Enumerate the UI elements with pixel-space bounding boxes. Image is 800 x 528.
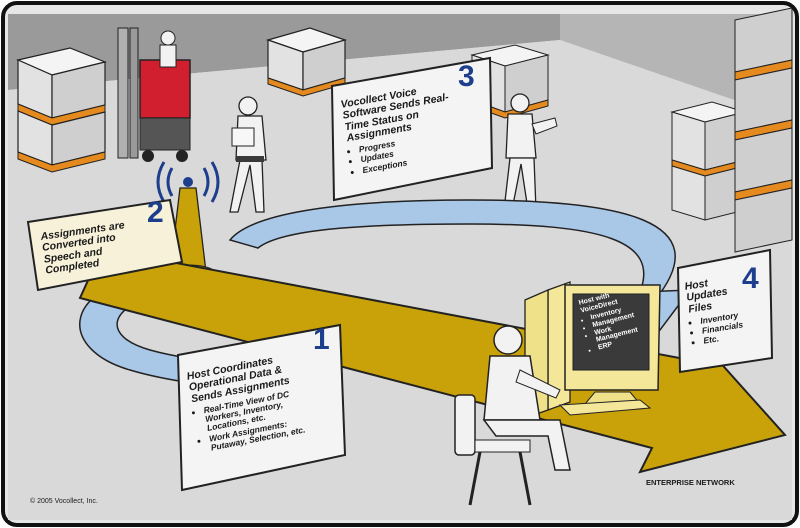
step-3-number: 3: [458, 60, 475, 93]
operator-seated: [454, 325, 571, 506]
step-2-card: [26, 198, 184, 292]
step-4-title: Host Updates Files: [683, 277, 729, 316]
forklift: [117, 27, 191, 162]
step-4-number: 4: [742, 262, 759, 295]
step-1-number: 1: [313, 323, 330, 356]
worker-scanning: [503, 93, 558, 211]
pallet-stack-center: [265, 27, 348, 97]
pallet-stack-far-right: [734, 7, 793, 253]
right-wall: [560, 14, 792, 120]
step-3-card: [330, 56, 494, 202]
pallet-stack-right: [670, 101, 747, 221]
step-2-number: 2: [147, 196, 164, 229]
step-1-card: [176, 323, 347, 492]
pallet-stack-left: [16, 47, 107, 173]
network-label: ENTERPRISE NETWORK: [646, 478, 735, 487]
step-4-card: [676, 248, 774, 374]
worker-walking: [229, 96, 267, 213]
return-arrow-top: [228, 199, 676, 301]
host-workstation: [524, 281, 661, 419]
copyright: © 2005 Vocollect, Inc.: [30, 498, 98, 505]
